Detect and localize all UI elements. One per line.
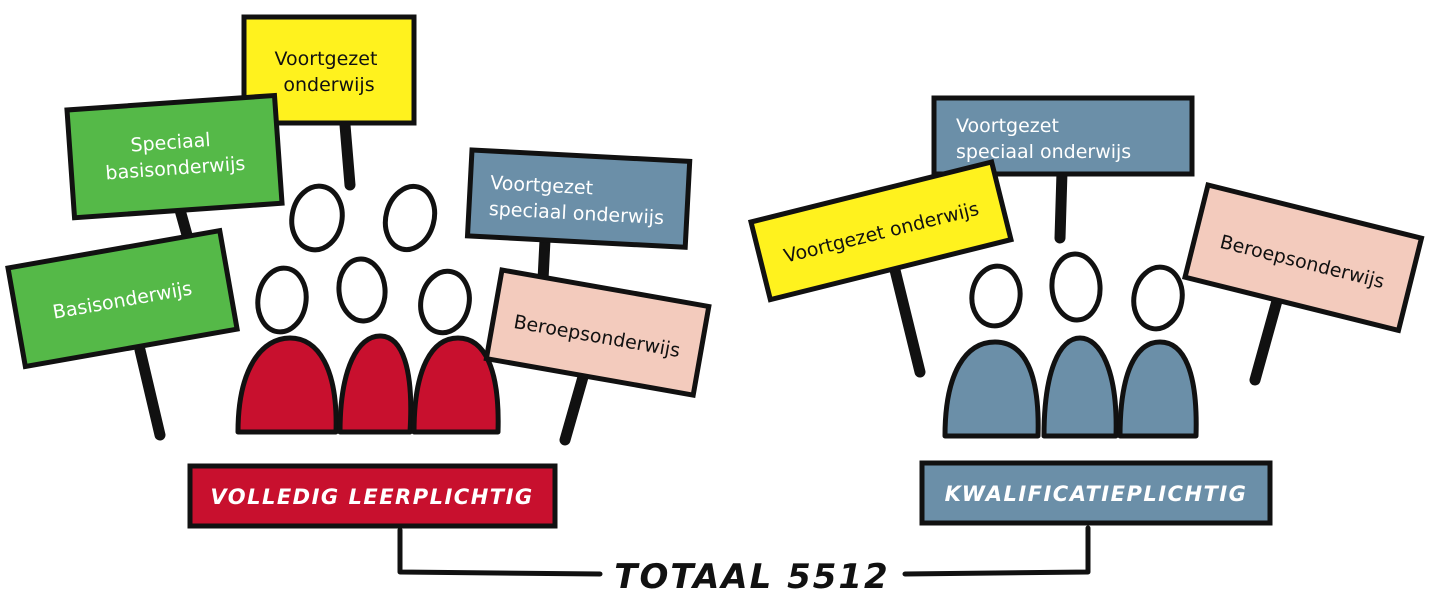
person-body	[411, 335, 501, 435]
right-sign-poles	[889, 166, 1286, 386]
person-head	[1131, 264, 1185, 332]
person-head	[255, 265, 309, 335]
sign-speciaal-basisonderwijs: Speciaal basisonderwijs	[64, 92, 285, 221]
person-head	[969, 263, 1023, 329]
sign-voortgezet-onderwijs-right: Voortgezet onderwijs	[747, 158, 1015, 303]
person-body	[1041, 335, 1119, 439]
left-sign-poles	[134, 119, 591, 446]
banner-label: VOLLEDIG LEERPLICHTIG	[210, 485, 533, 509]
sign-line: Voortgezet	[956, 115, 1059, 137]
sign-line: onderwijs	[283, 74, 374, 96]
person-head	[289, 183, 345, 253]
sign-line: speciaal onderwijs	[956, 141, 1131, 163]
sign-beroepsonderwijs: Beroepsonderwijs	[483, 267, 712, 398]
person-body	[337, 333, 414, 435]
person-head	[336, 256, 388, 324]
person-body	[942, 339, 1041, 439]
left-people	[235, 183, 501, 435]
person-head	[418, 268, 472, 336]
total-connector	[397, 525, 1091, 577]
right-people	[942, 251, 1199, 439]
sign-line: Voortgezet	[275, 48, 378, 70]
total-label: TOTAAL 5512	[614, 557, 889, 592]
svg-text:Voortgezet speciaal onde: Voortgezet speciaal onderwijs	[956, 115, 1131, 163]
banner-kwalificatieplichtig: KWALIFICATIEPLICHTIG	[919, 460, 1273, 526]
sign-basisonderwijs: Basisonderwijs	[5, 227, 240, 370]
person-body	[235, 335, 339, 435]
person-head	[1049, 251, 1103, 323]
svg-text:Voortgezet onderwijs: Voortgezet onderwijs	[275, 48, 384, 96]
banner-volledig-leerplichtig: VOLLEDIG LEERPLICHTIG	[187, 463, 558, 529]
person-body	[1117, 339, 1199, 439]
banner-label: KWALIFICATIEPLICHTIG	[945, 482, 1248, 506]
sign-line: Voortgezet	[490, 172, 594, 199]
sign-voortgezet-speciaal-onderwijs: Voortgezet speciaal onderwijs	[464, 147, 693, 250]
sign-voortgezet-speciaal-onderwijs-right: Voortgezet speciaal onderwijs	[931, 95, 1195, 177]
person-head	[382, 183, 438, 253]
sign-beroepsonderwijs-right: Beroepsonderwijs	[1181, 181, 1425, 334]
